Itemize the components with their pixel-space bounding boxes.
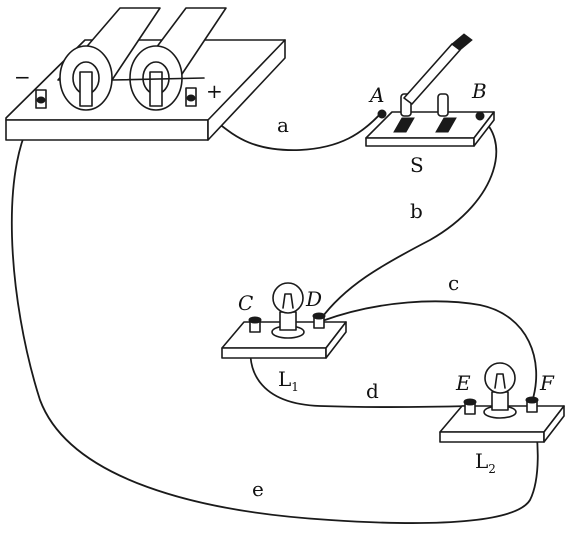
wire-c [321,300,538,403]
battery-base-front [5,119,209,141]
label-F: F [539,371,555,395]
battery-negative-terminal [35,89,47,109]
battery-pack: − + [5,7,286,141]
lamp1-bulb-neck [279,311,297,331]
label-L1: L1 [278,367,299,394]
switch-contact-left [393,117,415,133]
lamp2-bulb-neck [491,391,509,411]
wire-label-a: a [277,113,289,137]
knife-switch: A B S [365,33,495,177]
lamp1-filament [282,293,294,309]
lamp-L1: C D L1 [221,282,347,394]
lamp2-terminal-f [525,396,539,413]
switch-blade [403,43,461,105]
label-E: E [455,371,471,395]
switch-post-right [437,93,449,117]
lamp1-base-front [221,347,327,359]
lamp1-bulb [272,282,304,314]
label-S: S [410,153,424,177]
battery-cell-1 [57,7,161,111]
switch-terminal-b [475,111,485,121]
plus-sign: + [206,79,223,103]
switch-terminal-a [377,109,387,119]
lamp2-terminal-e [463,398,477,415]
switch-base-side [473,111,495,147]
lamp2-base-side [543,405,565,443]
wire-d [249,325,471,409]
battery-base-side [207,39,286,141]
lamp2-filament [494,373,506,389]
label-D: D [305,287,322,311]
lamp1-terminal-c [248,316,262,333]
label-A: A [368,83,384,107]
lamp1-base-side [325,321,347,359]
lamp-L2: E F L2 [439,362,565,476]
minus-sign: − [14,65,31,89]
switch-handle [451,33,473,51]
wire-label-c: c [448,271,459,295]
wire-b [319,115,498,321]
lamp2-bulb [484,362,516,394]
lamp1-terminal-d [312,312,326,329]
wire-label-d: d [366,379,379,403]
label-B: B [471,79,487,103]
wire-label-b: b [410,199,423,223]
switch-contact-right [435,117,457,133]
label-C: C [238,291,253,315]
battery-positive-terminal [185,87,197,107]
battery-slot-line [111,77,205,81]
battery-cell-2 [129,7,227,111]
label-L2: L2 [475,449,496,476]
wire-e [10,109,539,524]
lamp2-base-front [439,431,545,443]
wire-a [202,111,383,151]
switch-base-front [365,137,475,147]
wire-label-e: e [252,477,264,501]
wires [10,109,539,524]
